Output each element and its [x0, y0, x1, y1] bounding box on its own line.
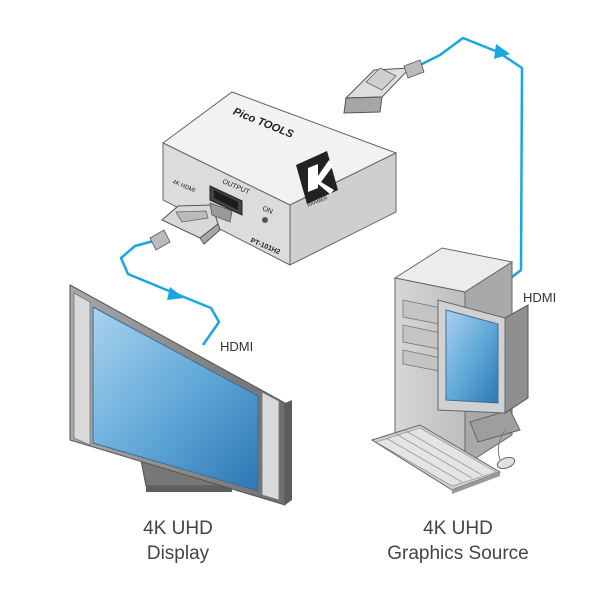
hdmi-label-right: HDMI — [523, 290, 556, 305]
speaker-left — [73, 292, 91, 446]
device-side — [289, 152, 397, 266]
flow-arrow-left — [167, 287, 184, 300]
graphics-source-pc — [370, 247, 529, 494]
display-caption-line1: 4K UHD — [143, 518, 213, 539]
hdmi-cable-right — [409, 36, 524, 313]
hdmi-connector-right — [343, 59, 425, 114]
pico-tools-device: Pico TOOLS KRAMER OUTPUT 4K HDMI ON PT-1… — [162, 91, 398, 266]
hdmi-connector-left — [149, 202, 233, 251]
monitor-stand — [469, 409, 521, 443]
monitor-body-side — [504, 304, 529, 414]
monitor-screen — [445, 309, 499, 404]
speaker-right — [261, 391, 280, 501]
source-caption-line1: 4K UHD — [423, 518, 493, 539]
display-caption-line2: Display — [147, 543, 210, 564]
hdmi-label-left: HDMI — [220, 339, 253, 354]
mouse — [496, 456, 516, 470]
hdmi-cable-left — [119, 238, 221, 346]
uhd-display — [69, 284, 292, 506]
source-caption-line2: Graphics Source — [387, 543, 529, 564]
flow-arrow-right — [494, 44, 510, 59]
display-screen — [92, 306, 259, 492]
on-label: ON — [261, 205, 273, 216]
power-led — [262, 217, 268, 223]
